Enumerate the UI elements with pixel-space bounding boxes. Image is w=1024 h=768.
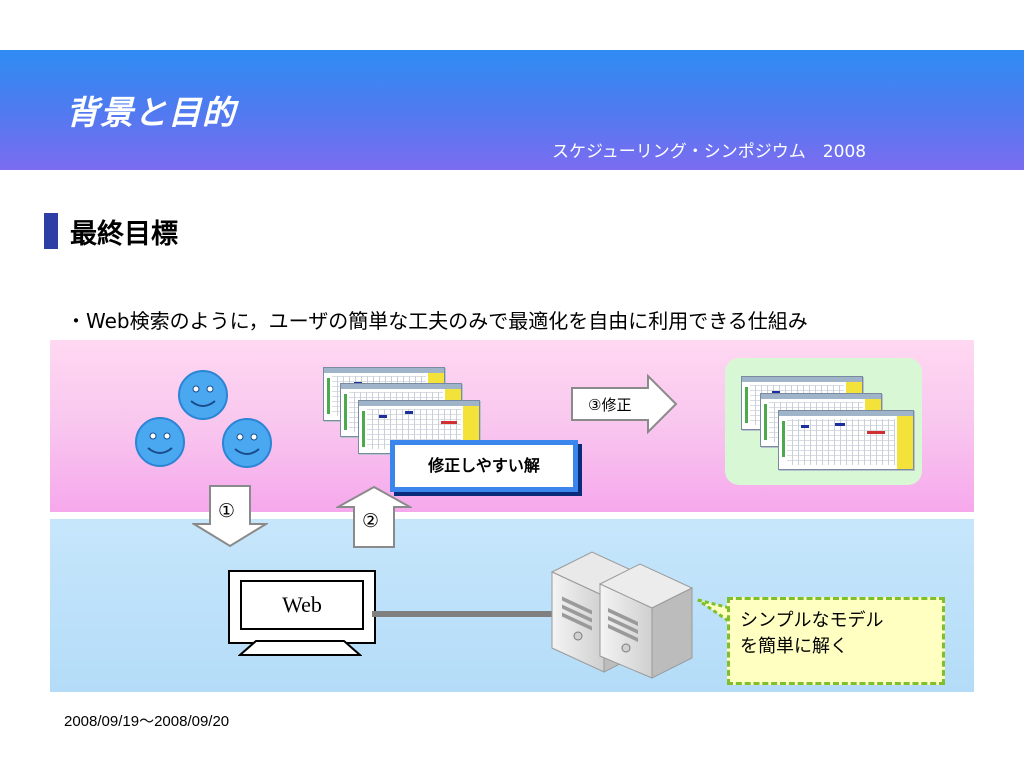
- note-line-2: を簡単に解く: [740, 636, 848, 657]
- note-line-1: シンプルなモデル: [740, 610, 884, 631]
- arrow-down-label: ①: [218, 500, 236, 522]
- network-cable: [372, 611, 552, 617]
- smiley-face-icon: [222, 418, 272, 468]
- arrow-right-label: ③修正: [588, 396, 632, 414]
- monitor-web-label: Web: [240, 580, 364, 630]
- arrow-up-icon: [336, 485, 412, 548]
- bullet-text: ・Web検索のように，ユーザの簡単な工夫のみで最適化を自由に利用できる仕組み: [66, 309, 808, 333]
- arrow-up-label: ②: [362, 510, 380, 532]
- smiley-face-icon: [178, 370, 228, 420]
- server-icon: [550, 551, 694, 679]
- schedule-sheet-icon: [778, 410, 914, 470]
- note-simple-model: シンプルなモデル を簡単に解く: [727, 597, 945, 685]
- monitor-icon: Web: [228, 570, 376, 644]
- arrow-down-icon: [192, 485, 268, 548]
- slide-subtitle: スケジューリング・シンポジウム 2008: [552, 142, 867, 162]
- slide-title: 背景と目的: [66, 93, 236, 132]
- note-pointer: [697, 598, 732, 625]
- monitor-stand-icon: [238, 640, 362, 656]
- section-marker: [44, 213, 58, 249]
- arrow-right-icon: [571, 374, 678, 434]
- callout-easy-to-modify-solution: 修正しやすい解: [390, 440, 578, 492]
- smiley-face-icon: [135, 417, 185, 467]
- section-heading: 最終目標: [70, 219, 178, 250]
- header-band: [0, 50, 1024, 170]
- footer-date: 2008/09/19〜2008/09/20: [64, 713, 230, 730]
